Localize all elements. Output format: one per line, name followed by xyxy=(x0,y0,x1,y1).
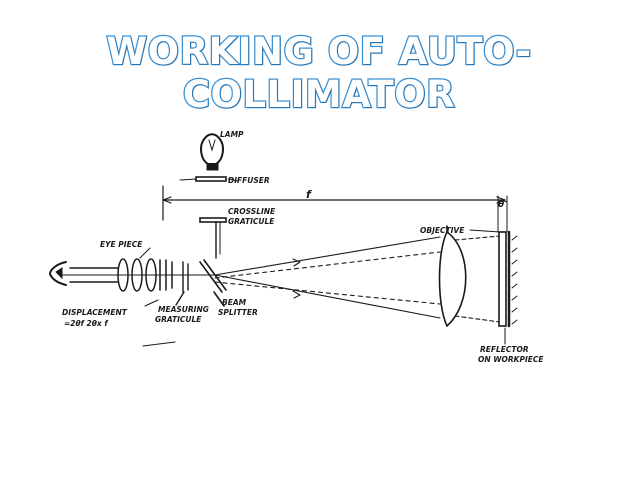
label-lamp: LAMP xyxy=(220,130,244,139)
label-displacement-1: DISPLACEMENT xyxy=(62,308,128,317)
slide-title: WORKING OF AUTO-COLLIMATOR xyxy=(105,29,532,118)
label-focal-length: f xyxy=(306,188,312,201)
reflector xyxy=(498,230,518,345)
label-crossline-graticule-2: GRATICULE xyxy=(228,217,275,226)
label-reflector-1: REFLECTOR xyxy=(480,345,529,354)
theta-angle-marker xyxy=(497,195,508,233)
lamp-icon xyxy=(200,133,224,171)
label-theta: θ xyxy=(498,200,504,210)
label-measuring-graticule-2: GRATICULE xyxy=(155,315,202,324)
diffuser xyxy=(195,176,227,182)
label-eye-piece: EYE PIECE xyxy=(100,240,143,249)
light-rays xyxy=(59,235,501,323)
label-objective: OBJECTIVE xyxy=(420,226,465,235)
focal-length-dimension xyxy=(162,185,506,221)
label-crossline-graticule-1: CROSSLINE xyxy=(228,207,276,216)
label-beam-splitter-2: SPLITTER xyxy=(218,308,258,317)
label-diffuser: DIFFUSER xyxy=(228,176,270,185)
label-reflector-2: ON WORKPIECE xyxy=(478,355,544,364)
leader-lines xyxy=(139,178,501,347)
measuring-graticule xyxy=(175,261,189,306)
objective-lens xyxy=(438,225,467,328)
label-beam-splitter-1: BEAM xyxy=(222,298,247,307)
eye-icon xyxy=(48,261,67,286)
label-displacement-2: =2θf 2θx f xyxy=(64,319,109,328)
label-measuring-graticule-1: MEASURING xyxy=(158,305,209,314)
crossline-graticule xyxy=(199,217,227,223)
